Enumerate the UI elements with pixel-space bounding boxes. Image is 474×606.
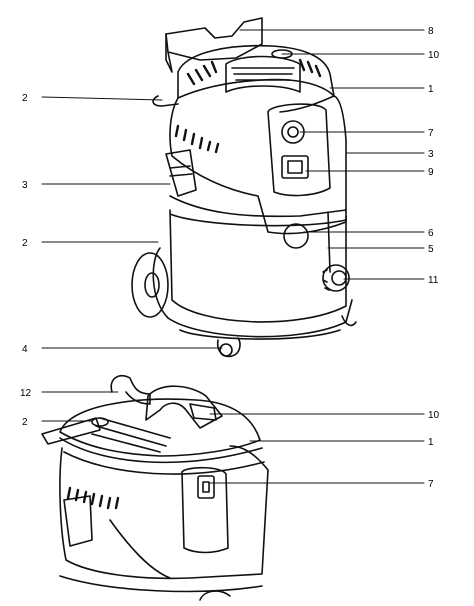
drain-plug <box>322 264 350 292</box>
carry-handle <box>225 55 301 93</box>
callout-2-top-a: 2 <box>22 93 28 104</box>
lower-bottom-edge <box>59 575 263 601</box>
callout-11: 11 <box>428 275 439 286</box>
callout-1: 1 <box>428 84 434 95</box>
latch-left-detail <box>169 165 193 177</box>
callout-3: 3 <box>428 149 434 160</box>
hose-inlet <box>283 223 309 249</box>
callout-6: 6 <box>428 228 434 239</box>
callout-9: 9 <box>428 167 434 178</box>
rear-castor <box>341 315 357 327</box>
callout-leaders <box>41 29 425 484</box>
front-castor-wheel <box>219 343 233 357</box>
head-skirt <box>169 195 347 218</box>
vacuum-head-detail-view <box>41 374 269 601</box>
callout-2-top-b: 2 <box>22 238 28 249</box>
lid-handle <box>145 385 223 429</box>
callout-7: 7 <box>428 128 434 139</box>
lower-head-body <box>59 445 269 580</box>
switch-detail-rocker <box>202 481 210 493</box>
control-panel <box>267 103 331 197</box>
lower-latch <box>63 495 93 547</box>
callout-labels: 8 10 1 7 3 9 6 5 11 2 3 2 4 12 2 10 1 7 <box>20 26 440 490</box>
lower-latch-line <box>109 519 171 579</box>
callout-1-bottom: 1 <box>428 437 434 448</box>
head-top-outline <box>177 44 335 99</box>
chassis <box>152 247 353 338</box>
callout-3-left: 3 <box>22 180 28 191</box>
callout-12: 12 <box>20 388 32 399</box>
callout-8: 8 <box>428 26 434 37</box>
switch-detail <box>197 475 215 499</box>
front-castor <box>216 337 241 358</box>
vacuum-cleaner-full-view <box>131 17 357 358</box>
head-body <box>169 95 347 235</box>
panel-detail <box>181 466 229 554</box>
lid-top <box>59 398 261 457</box>
latch-left <box>165 149 197 197</box>
tool-holder-tray-side <box>165 33 173 73</box>
carry-handle-grip <box>231 67 295 81</box>
head-side-ribs <box>174 124 220 154</box>
head-ribs <box>186 58 322 86</box>
drain-plug-ribs <box>322 269 330 291</box>
cable-clip <box>327 211 331 273</box>
rear-wheel-hub <box>144 272 160 298</box>
callout-10: 10 <box>428 50 440 61</box>
power-socket-inner <box>287 160 303 174</box>
head-rim-ring-2 <box>63 451 265 475</box>
lid-grip-ribs <box>91 417 171 453</box>
on-off-switch-knob <box>287 126 299 138</box>
power-socket <box>281 155 309 179</box>
callout-7-bottom: 7 <box>428 479 434 490</box>
tank-body <box>169 209 347 323</box>
tank-rim <box>169 213 347 227</box>
side-handle-knob <box>91 417 109 427</box>
head-rim-ring <box>59 437 263 464</box>
side-handle <box>41 417 101 445</box>
rear-wheel <box>131 252 169 318</box>
callout-4: 4 <box>22 344 28 355</box>
callout-10-bottom: 10 <box>428 410 440 421</box>
side-handle-left <box>152 95 179 107</box>
callout-2-bottom: 2 <box>22 417 28 428</box>
chassis-lower <box>179 329 341 340</box>
lid-port <box>189 403 217 421</box>
drain-plug-inner <box>331 270 347 286</box>
tool-holder-tray <box>165 17 263 61</box>
callout-5: 5 <box>428 244 434 255</box>
